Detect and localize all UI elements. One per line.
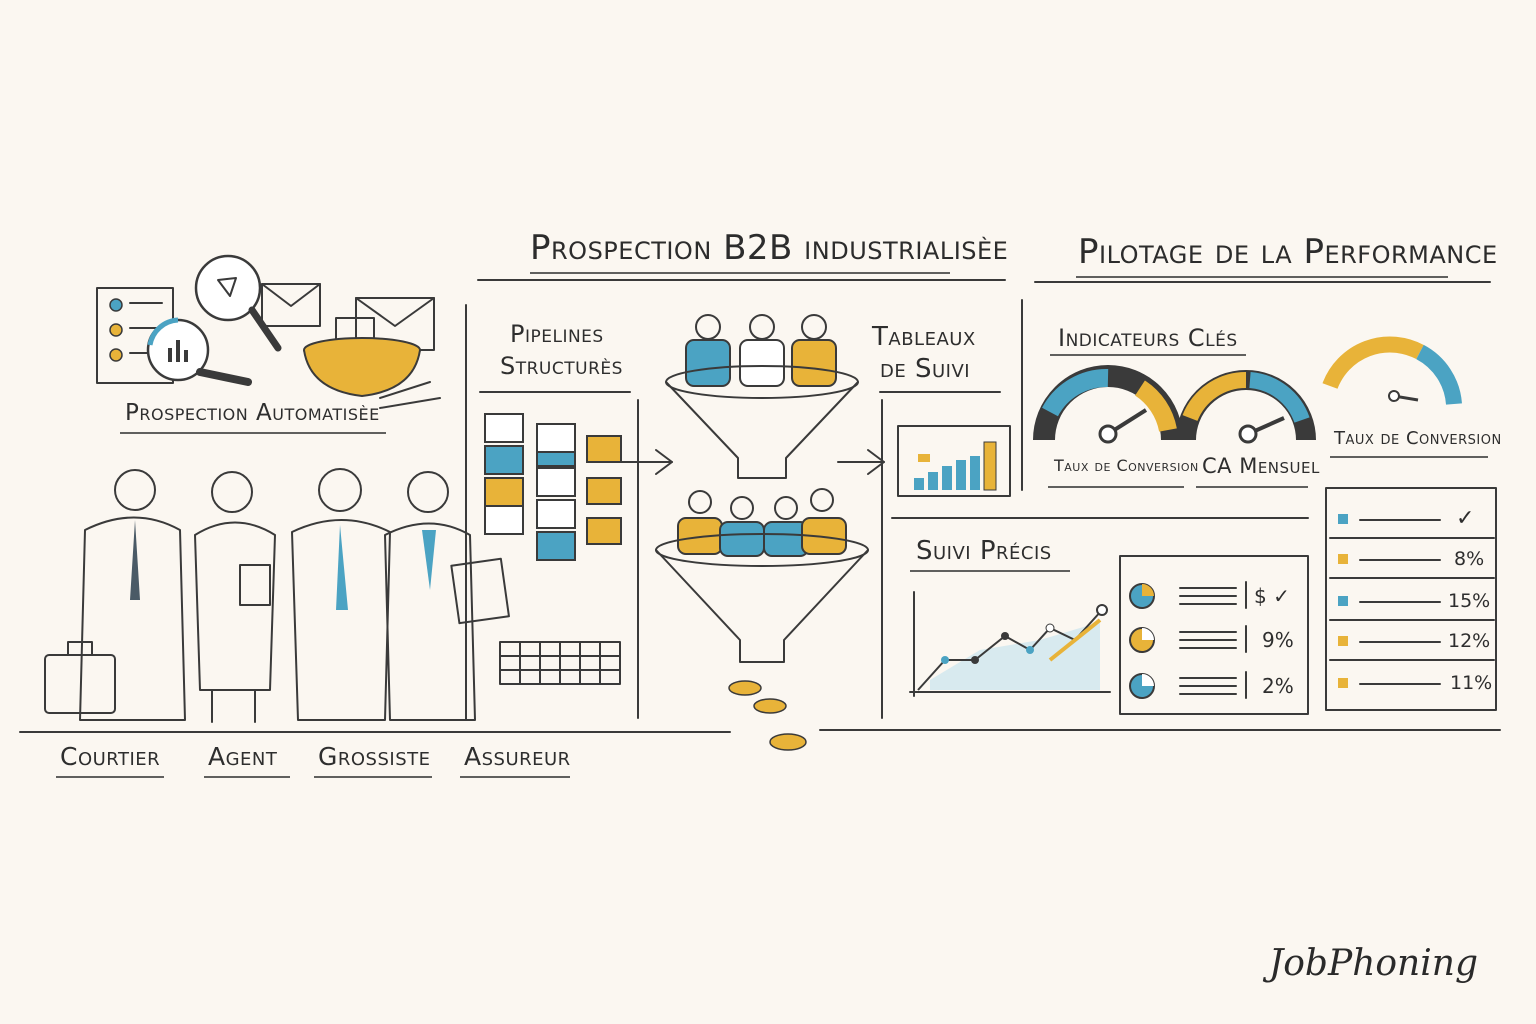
brand-logo: JobPhoning [1268,943,1478,984]
legend-value-1: $ ✓ [1254,584,1290,608]
label-pipelines-2: Structurès [500,352,623,380]
magnifier-chart-icon [146,317,252,386]
role-underline [204,776,290,778]
gauge-3 [1322,336,1462,405]
mini-bar-chart [897,425,1011,497]
checklist-value: 15% [1448,590,1491,612]
funnel-bottom [655,488,869,751]
label-underline-3 [1050,354,1246,356]
checklist-value: 8% [1454,548,1485,570]
gauge-1 [1033,365,1183,444]
gauge-underline-2 [1196,486,1308,488]
label-tableaux-1: Tableaux [872,322,976,352]
role-assureur: Assureur [464,742,571,771]
gauge-label-3: Taux de Conversion [1334,428,1502,449]
people-group [44,468,510,723]
line-chart [909,591,1111,697]
envelope-icon [261,283,321,327]
label-underline [120,432,386,434]
pipeline-blocks [484,413,622,561]
legend-value-2: 9% [1262,628,1294,652]
gauge-2 [1176,370,1316,444]
label-prospection-automatisee: Prospection Automatisèe [125,400,380,426]
role-underline [314,776,432,778]
section-title-prospection: Prospection B2B industrialisèe [530,228,1009,268]
document-list-icon [96,287,174,384]
frame-lines [19,279,1501,733]
gauge-underline-3 [1330,456,1488,458]
label-underline-4 [910,570,1070,572]
arrow-right-icon [621,449,885,475]
role-courtier: Courtier [60,742,161,771]
gauge-label-2: CA Mensuel [1202,454,1320,478]
check-icon: ✓ [1456,506,1475,531]
role-agent: Agent [208,742,278,771]
label-suivi-precis: Suivi Précis [916,536,1052,566]
title-underline-2 [1076,276,1448,278]
role-underline [56,776,164,778]
funnel-top [665,314,859,479]
magnifier-pin-icon [194,254,282,352]
grid-table [499,641,621,685]
title-underline [530,272,950,274]
role-underline [460,776,570,778]
gauge-label-1: Taux de Conversion [1054,456,1199,475]
label-pipelines-1: Pipelines [510,320,604,348]
checklist-panel [1325,487,1497,711]
funnel-bowl-icon [303,317,441,409]
legend-panel [1119,555,1309,715]
legend-value-3: 2% [1262,674,1294,698]
section-title-pilotage: Pilotage de la Performance [1078,232,1498,272]
role-grossiste: Grossiste [318,742,431,771]
checklist-value: 12% [1448,630,1491,652]
label-indicateurs: Indicateurs Clés [1058,324,1238,352]
gauge-underline-1 [1048,486,1184,488]
label-tableaux-2: de Suivi [880,354,971,384]
checklist-value: 11% [1450,672,1493,694]
